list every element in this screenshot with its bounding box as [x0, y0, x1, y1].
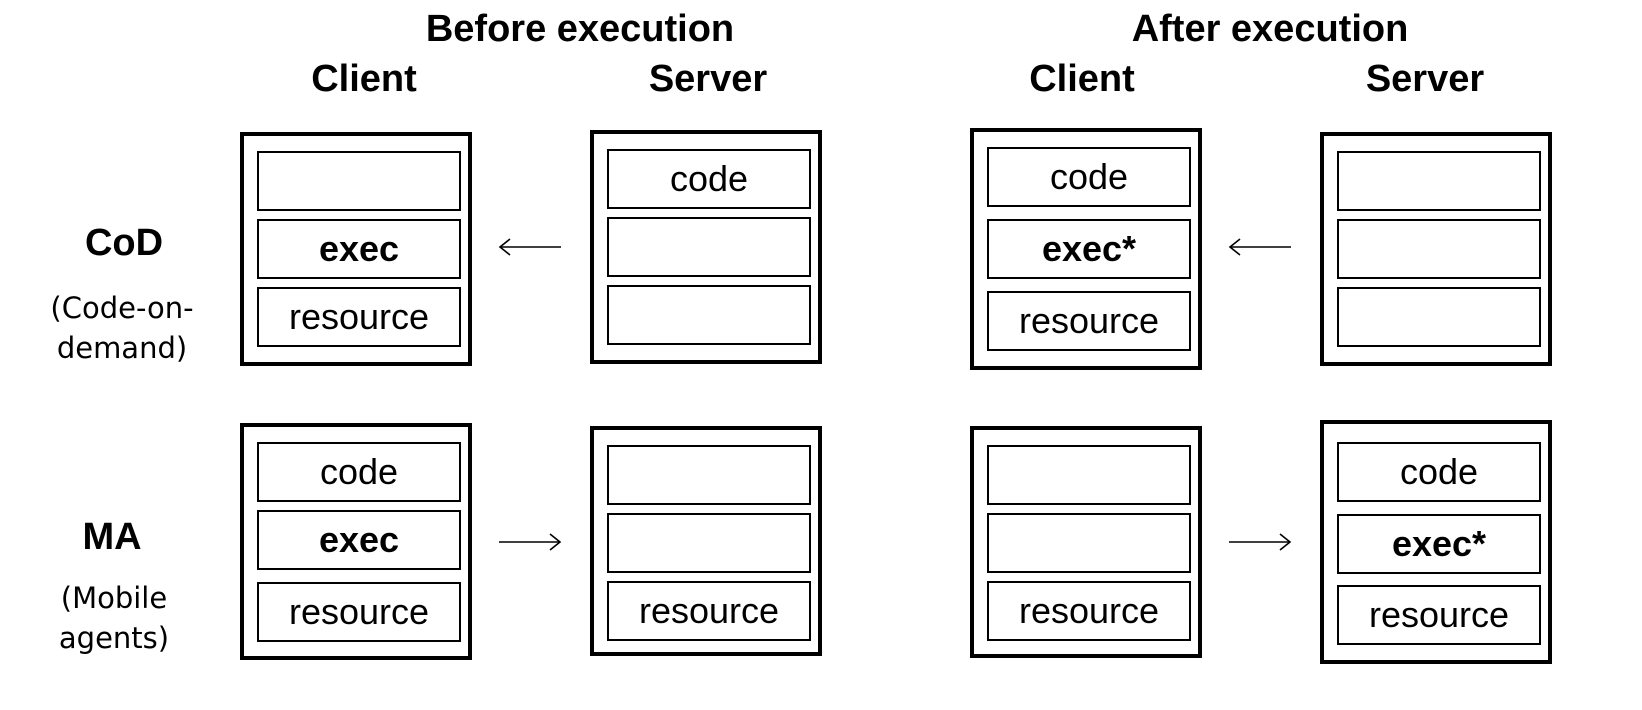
before-client-header: Client [311, 58, 417, 100]
ma-after-server-node: code exec* resource [1320, 420, 1552, 664]
row-sublabel-ma-line1: (Mobile [60, 581, 168, 615]
cod-before-server-slot-2 [607, 217, 811, 277]
ma-after-server-slot-1: code [1337, 442, 1541, 502]
after-execution-header: After execution [1131, 8, 1409, 50]
row-label-ma: MA [82, 516, 142, 558]
row-sublabel-ma: (Mobile agents) [14, 578, 214, 658]
ma-before-server-slot-1 [607, 445, 811, 505]
cod-before-client-node: exec resource [240, 132, 472, 366]
ma-before-server-slot-3: resource [607, 581, 811, 641]
row-sublabel-cod-line1: (Code-on- [50, 291, 194, 325]
ma-before-arrow-right [499, 533, 562, 551]
cod-before-client-slot-3: resource [257, 287, 461, 347]
cod-before-client-slot-2: exec [257, 219, 461, 279]
ma-after-client-slot-3: resource [987, 581, 1191, 641]
ma-before-server-slot-2 [607, 513, 811, 573]
ma-after-server-slot-2: exec* [1337, 514, 1541, 574]
cod-before-server-node: code [590, 130, 822, 364]
cod-before-server-slot-3 [607, 285, 811, 345]
cod-after-client-slot-2: exec* [987, 219, 1191, 279]
ma-after-server-slot-3: resource [1337, 585, 1541, 645]
ma-after-client-slot-1 [987, 445, 1191, 505]
ma-after-client-node: resource [970, 426, 1202, 658]
row-sublabel-cod-line2: demand) [56, 331, 188, 365]
cod-after-server-slot-2 [1337, 219, 1541, 279]
ma-before-client-slot-1: code [257, 442, 461, 502]
ma-before-client-slot-2: exec [257, 510, 461, 570]
ma-before-client-slot-3: resource [257, 582, 461, 642]
after-server-header: Server [1365, 58, 1485, 100]
cod-before-client-slot-1 [257, 151, 461, 211]
cod-after-server-node [1320, 132, 1552, 366]
ma-before-client-node: code exec resource [240, 423, 472, 660]
cod-after-server-slot-3 [1337, 287, 1541, 347]
row-label-cod: CoD [84, 222, 164, 264]
cod-after-server-slot-1 [1337, 151, 1541, 211]
ma-after-client-slot-2 [987, 513, 1191, 573]
cod-before-arrow-left [498, 238, 561, 256]
after-client-header: Client [1029, 58, 1135, 100]
row-sublabel-cod: (Code-on- demand) [22, 288, 222, 368]
cod-after-client-slot-1: code [987, 147, 1191, 207]
before-server-header: Server [648, 58, 768, 100]
ma-after-arrow-right [1229, 533, 1292, 551]
cod-after-arrow-left [1228, 238, 1291, 256]
ma-before-server-node: resource [590, 426, 822, 656]
cod-before-server-slot-1: code [607, 149, 811, 209]
cod-after-client-node: code exec* resource [970, 128, 1202, 370]
cod-after-client-slot-3: resource [987, 291, 1191, 351]
before-execution-header: Before execution [425, 8, 735, 50]
row-sublabel-ma-line2: agents) [58, 621, 170, 655]
